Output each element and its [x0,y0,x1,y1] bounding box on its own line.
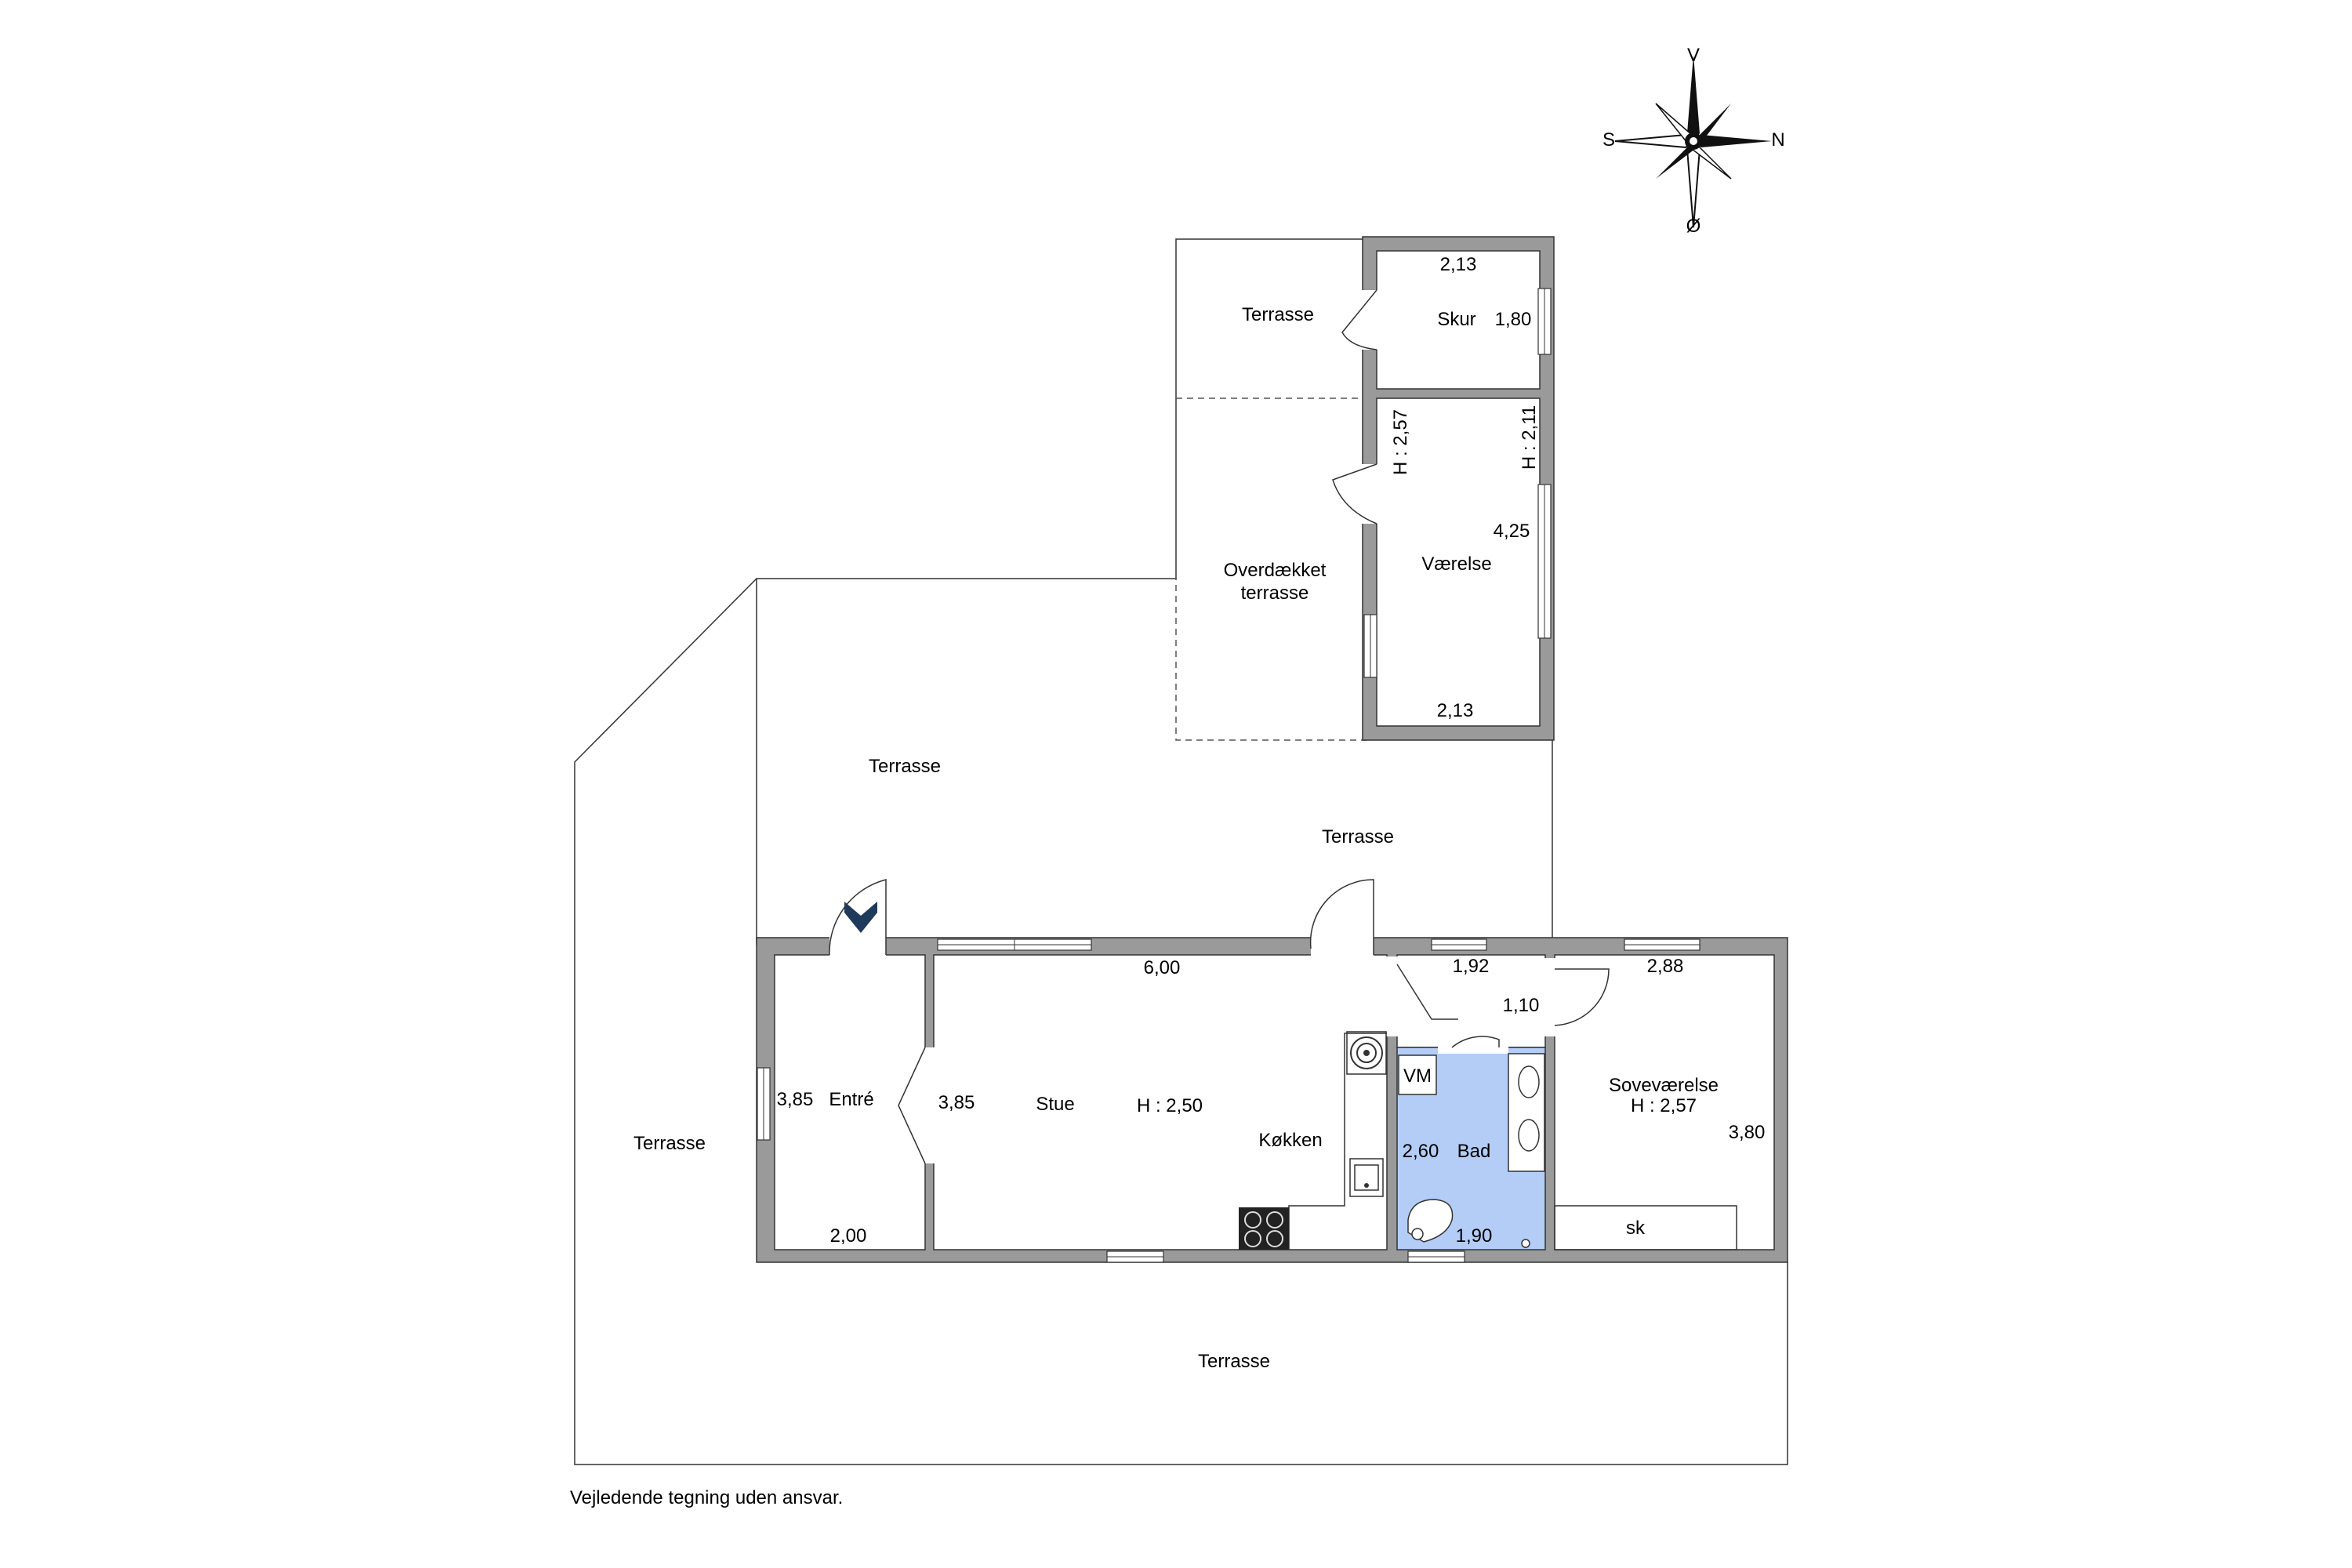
terrasse-label: Terrasse [869,756,941,777]
dimension-label: 3,85 [777,1089,814,1110]
dimension-label: 4,25 [1494,521,1530,542]
dimension-label: 2,88 [1647,956,1684,977]
entry-marker-icon [844,902,877,933]
terrace-outline [574,238,1788,1465]
terrasse-label: Terrasse [1242,304,1314,325]
overdaekket-label: Overdækket [1224,560,1327,581]
disclaimer-text: Vejledende tegning uden ansvar. [570,1487,843,1508]
compass-rose: V Ø S N [1602,45,1785,237]
room-sovevaerelse [1554,954,1775,1250]
sove-height-label: H : 2,57 [1631,1095,1697,1116]
dimension-label: 1,10 [1503,995,1540,1016]
washing-machine-box [1398,1054,1437,1095]
skur-label: Skur [1437,309,1475,330]
vm-label: VM [1403,1065,1432,1087]
kitchen-fixtures [1239,1031,1387,1250]
sovevaerelse-label: Soveværelse [1609,1075,1719,1096]
vaerelse-label: Værelse [1421,554,1491,575]
compass-east-label: N [1771,129,1784,151]
sk-label: sk [1626,1218,1646,1239]
bathroom-fixtures [1398,1053,1545,1248]
windows [757,938,1700,1263]
dimension-label: 3,85 [938,1092,975,1113]
washbasin-icon [1518,1119,1540,1152]
terrasse-label: Terrasse [633,1133,706,1154]
dimension-labels: 2,13 1,80 4,25 2,13 6,00 3,85 3,85 2,00 … [777,254,1766,1247]
room-vaerelse [1376,397,1541,727]
vaerelse-height-label: H : 2,57 [1390,409,1411,475]
dimension-label: 1,90 [1456,1225,1493,1247]
overdaekket-label: terrasse [1241,583,1309,604]
vaerelse-height-label: H : 2,11 [1519,405,1540,470]
compass-north-label: V [1687,45,1700,66]
stue-height-label: H : 2,50 [1137,1095,1203,1116]
annex-building [1332,236,1555,741]
room-stue [933,954,1388,1250]
room-skur [1376,250,1541,390]
compass-south-label: Ø [1686,216,1701,237]
vanity-counter [1508,1053,1545,1172]
dimension-label: 1,80 [1495,309,1532,330]
extractor-hood-icon [1346,1031,1387,1075]
dimension-label: 3,80 [1729,1122,1766,1143]
compass-west-label: S [1602,129,1615,151]
labels: Terrasse Terrasse Terrasse Terrasse Terr… [633,304,1719,1372]
dimension-label: 1,92 [1453,956,1490,977]
wardrobe-sk [1554,1205,1737,1250]
terrasse-label: Terrasse [1322,826,1394,848]
koekken-label: Køkken [1258,1130,1322,1151]
floor-drain-icon [1521,1239,1530,1248]
washbasin-icon [1518,1065,1540,1098]
dimension-label: 2,13 [1440,254,1477,275]
stue-label: Stue [1036,1094,1074,1115]
dimension-label: 2,13 [1437,700,1474,721]
entre-label: Entré [829,1089,873,1110]
sink-icon [1349,1158,1384,1197]
terrasse-label: Terrasse [1198,1351,1270,1372]
bad-label: Bad [1457,1141,1491,1162]
room-hall [1396,954,1546,1048]
dimension-label: 2,60 [1403,1141,1439,1162]
dimension-label: 2,00 [830,1225,867,1247]
dimension-label: 6,00 [1144,957,1181,978]
doors [829,879,1610,1164]
